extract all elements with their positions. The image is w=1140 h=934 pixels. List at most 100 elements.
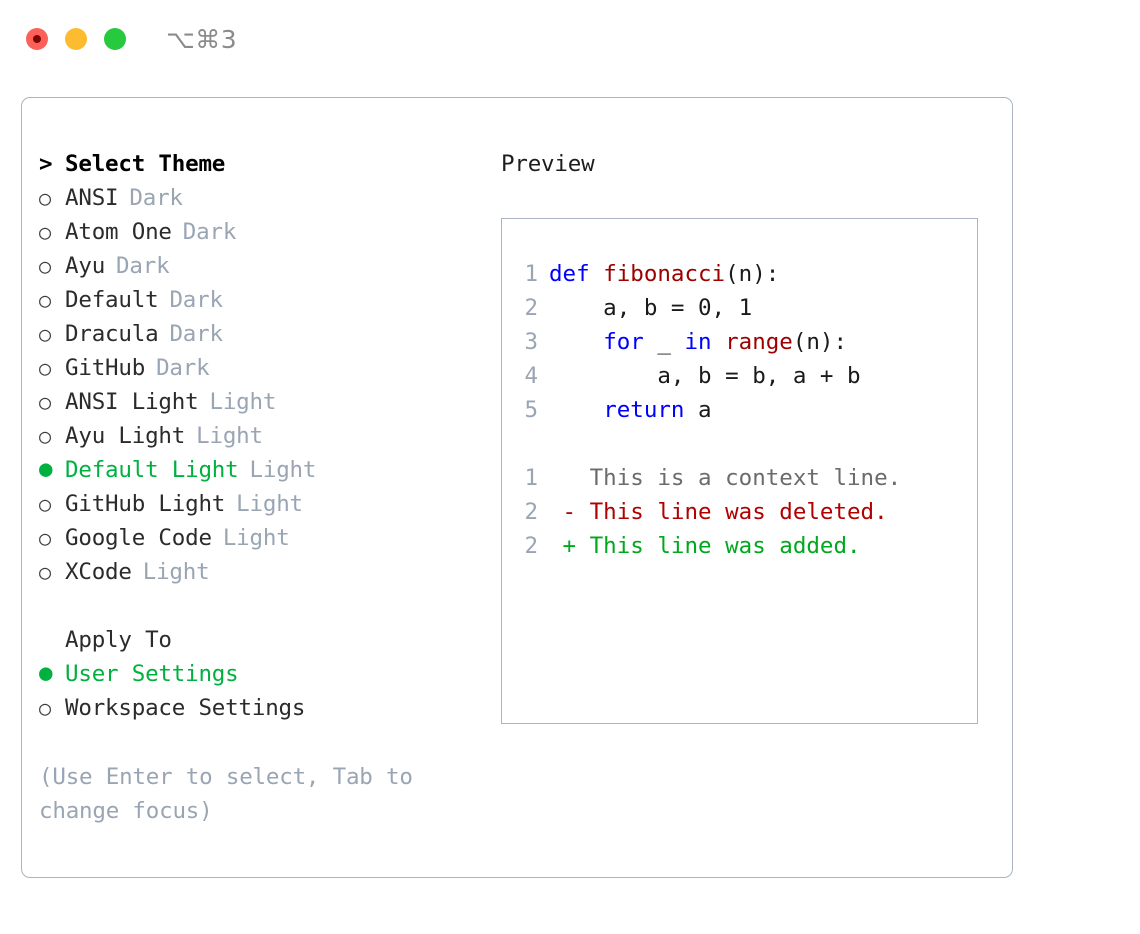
preview-title: Preview xyxy=(501,151,595,177)
apply-to-heading: Apply To xyxy=(39,623,489,657)
radio-selected-icon: ● xyxy=(39,456,53,482)
code-token-plain xyxy=(549,329,603,355)
apply-to-option-user-settings[interactable]: ● User Settings xyxy=(39,657,489,691)
theme-option-ansi-light[interactable]: ○ ANSI Light Light xyxy=(39,385,489,419)
radio-unselected-icon: ○ xyxy=(39,186,52,210)
code-token-fn: fibonacci xyxy=(603,261,726,287)
radio-unselected-icon: ○ xyxy=(39,288,52,312)
theme-option-label: Ayu Light xyxy=(65,423,186,449)
code-token-kw: in xyxy=(684,329,712,355)
diff-line-number: 2 xyxy=(524,533,538,559)
theme-option-ayu-light[interactable]: ○ Ayu Light Light xyxy=(39,419,489,453)
theme-option-label: Google Code xyxy=(65,525,212,551)
diff-line-content: + This line was added. xyxy=(549,533,861,559)
code-line: 2 a, b = 0, 1 xyxy=(512,291,973,325)
code-line: 3 for _ in range(n): xyxy=(512,325,973,359)
code-line-content: def fibonacci(n): xyxy=(549,257,779,291)
code-line-number: 1 xyxy=(524,261,538,287)
apply-to-option-workspace-settings[interactable]: ○Workspace Settings xyxy=(39,691,489,725)
radio-unselected-icon: ○ xyxy=(39,322,52,346)
radio-unselected-icon: ○ xyxy=(39,220,52,244)
theme-option-github[interactable]: ○ GitHub Dark xyxy=(39,351,489,385)
radio-unselected-icon: ○ xyxy=(39,526,52,550)
minimize-button-icon[interactable] xyxy=(65,28,87,50)
code-line: 5 return a xyxy=(512,393,973,427)
theme-option-category: Dark xyxy=(156,355,210,381)
theme-picker-header: > Select Theme xyxy=(39,147,489,181)
radio-unselected-icon: ○ xyxy=(39,254,52,278)
theme-option-google-code[interactable]: ○ Google Code Light xyxy=(39,521,489,555)
theme-option-category: Light xyxy=(209,389,277,415)
code-token-plain: a xyxy=(684,397,712,423)
theme-option-github-light[interactable]: ○ GitHub Light Light xyxy=(39,487,489,521)
theme-option-default-light[interactable]: ● Default Light Light xyxy=(39,453,489,487)
theme-option-label: XCode xyxy=(65,559,132,585)
radio-unselected-icon: ○ xyxy=(39,560,52,584)
code-token-fn: range xyxy=(725,329,793,355)
theme-option-label: Default Light xyxy=(65,457,239,483)
apply-to-title: Apply To xyxy=(65,627,172,653)
radio-unselected-icon: ○ xyxy=(39,390,52,414)
code-line-content: return a xyxy=(549,393,712,427)
theme-option-category: Dark xyxy=(169,287,223,313)
theme-option-category: Light xyxy=(196,423,263,449)
close-button-icon[interactable] xyxy=(26,28,48,50)
apply-to-options-container: ● User Settings ○Workspace Settings xyxy=(39,657,489,725)
theme-option-category: Light xyxy=(222,525,290,551)
code-token-plain: (n): xyxy=(792,329,848,355)
code-token-plain xyxy=(549,397,603,423)
diff-block: 1 This is a context line.2 - This line w… xyxy=(512,461,973,563)
apply-to-spacer xyxy=(39,623,65,657)
theme-option-category: Light xyxy=(249,457,317,483)
diff-line-deleted: 2 - This line was deleted. xyxy=(512,495,973,529)
code-token-plain: a, b = b, a + b xyxy=(549,363,861,389)
code-line-number: 2 xyxy=(524,295,538,321)
code-token-plain: (n): xyxy=(725,261,780,287)
apply-to-option-label: User Settings xyxy=(65,661,239,687)
code-line-content: a, b = b, a + b xyxy=(549,359,861,393)
code-line-number: 5 xyxy=(524,397,538,423)
theme-option-atom-one[interactable]: ○ Atom One Dark xyxy=(39,215,489,249)
code-line-content: a, b = 0, 1 xyxy=(549,291,752,325)
theme-option-label: Dracula xyxy=(65,321,159,347)
radio-unselected-icon: ○ xyxy=(39,492,52,516)
theme-option-category: Light xyxy=(236,491,303,517)
diff-line-context: 1 This is a context line. xyxy=(512,461,973,495)
radio-unselected-icon: ○ xyxy=(39,696,52,720)
radio-selected-icon: ● xyxy=(39,660,53,686)
diff-line-added: 2 + This line was added. xyxy=(512,529,973,563)
theme-option-label: GitHub Light xyxy=(65,491,226,517)
maximize-button-icon[interactable] xyxy=(104,28,126,50)
code-token-plain: _ xyxy=(643,329,685,355)
keyboard-shortcut-label: ⌥⌘3 xyxy=(166,24,238,54)
theme-picker-title: Select Theme xyxy=(65,151,226,177)
theme-option-label: Atom One xyxy=(65,219,172,245)
apply-to-group: Apply To ● User Settings ○Workspace Settin… xyxy=(39,623,489,725)
diff-line-number: 1 xyxy=(524,465,538,491)
radio-unselected-icon: ○ xyxy=(39,356,52,380)
code-line: 4 a, b = b, a + b xyxy=(512,359,973,393)
title-bar: ⌥⌘3 xyxy=(0,0,1140,78)
theme-option-label: ANSI Light xyxy=(65,389,199,415)
keyboard-hint-text: (Use Enter to select, Tab to change focu… xyxy=(39,764,413,824)
theme-option-category: Dark xyxy=(116,253,170,279)
radio-unselected-icon: ○ xyxy=(39,424,52,448)
theme-option-label: GitHub xyxy=(65,355,146,381)
code-line-number: 3 xyxy=(524,329,538,355)
theme-option-category: Dark xyxy=(182,219,237,245)
diff-line-number: 2 xyxy=(524,499,538,525)
code-line-number: 4 xyxy=(524,363,538,389)
code-diff-separator xyxy=(512,427,973,461)
code-token-kw: for xyxy=(603,329,644,355)
prompt-caret-icon: > xyxy=(39,151,53,177)
